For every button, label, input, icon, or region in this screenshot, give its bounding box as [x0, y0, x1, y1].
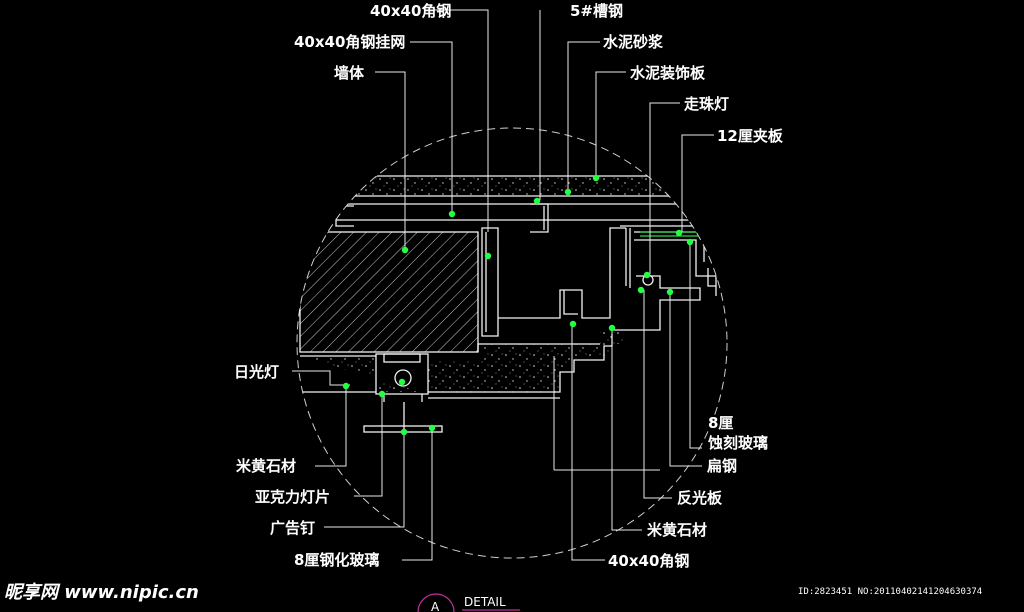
- label-cement-mortar: 水泥砂浆: [603, 33, 664, 51]
- marker-dots: [342, 174, 694, 436]
- label-cement-board: 水泥装饰板: [630, 64, 706, 82]
- label-beige-stone-left: 米黄石材: [236, 457, 296, 475]
- label-fluorescent-lamp: 日光灯: [234, 363, 279, 381]
- label-reflector: 反光板: [677, 489, 723, 507]
- label-beige-stone-right: 米黄石材: [647, 521, 707, 539]
- section-geometry: [297, 175, 727, 434]
- detail-label: DETAIL: [464, 595, 506, 609]
- label-flat-steel: 扁钢: [707, 457, 737, 475]
- image-id: ID:2823451 NO:20110402141204630374: [798, 587, 982, 597]
- label-angle-steel-top: 40x40角钢: [370, 2, 451, 20]
- label-angle-steel-mesh: 40x40角钢挂网: [294, 33, 405, 51]
- label-angle-steel-bottom: 40x40角钢: [608, 552, 689, 570]
- label-etched-glass-1: 8厘: [708, 414, 733, 432]
- label-tempered-glass: 8厘钢化玻璃: [294, 551, 379, 569]
- label-acrylic-sheet: 亚克力灯片: [255, 488, 330, 506]
- watermark: 昵享网 www.nipic.cn: [4, 582, 199, 603]
- label-channel-steel: 5#槽钢: [570, 2, 623, 20]
- detail-boundary-circle: [296, 127, 728, 559]
- callout-labels: 40x40角钢 5#槽钢 40x40角钢挂网 水泥砂浆 墙体 水泥装饰板 走珠灯…: [234, 2, 784, 570]
- label-plywood: 12厘夹板: [717, 127, 784, 145]
- footer: A DETAIL 昵享网 www.nipic.cn ID:2823451 NO:…: [4, 582, 982, 612]
- label-bead-light: 走珠灯: [684, 95, 729, 113]
- detail-mark: A: [431, 600, 440, 612]
- label-etched-glass-2: 蚀刻玻璃: [707, 434, 768, 452]
- detail-marker-circle: [417, 593, 455, 612]
- label-ad-nail: 广告钉: [270, 519, 315, 537]
- label-wall: 墙体: [334, 64, 365, 82]
- leader-lines: [292, 9, 714, 561]
